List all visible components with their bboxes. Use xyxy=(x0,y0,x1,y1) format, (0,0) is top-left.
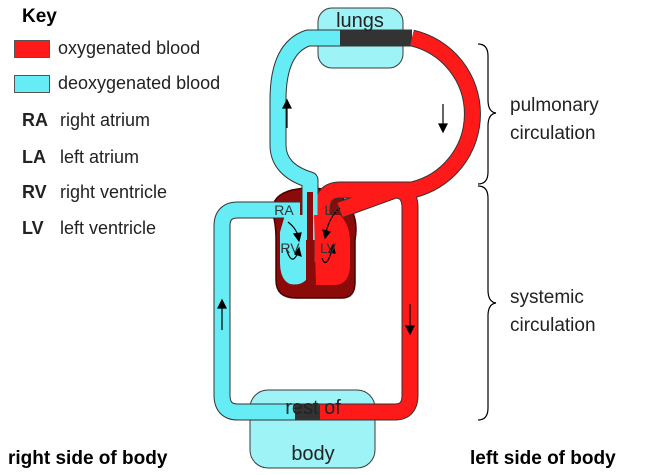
right-side-label: right side of body xyxy=(8,448,167,470)
body-label: body xyxy=(291,443,334,465)
systemic-brace xyxy=(478,186,496,420)
systemic-line2: circulation xyxy=(510,312,596,340)
lv-label: LV xyxy=(320,240,337,256)
left-side-label: left side of body xyxy=(470,448,616,470)
rv-label: RV xyxy=(280,240,300,256)
systemic-circulation-label: systemic circulation xyxy=(510,284,596,340)
rest-of-label: rest of xyxy=(285,397,341,419)
pulmonary-circulation-label: pulmonary circulation xyxy=(510,92,599,148)
la-label: LA xyxy=(324,202,342,218)
ra-label: RA xyxy=(274,202,294,218)
pulmonary-line2: circulation xyxy=(510,120,599,148)
lungs-label: lungs xyxy=(336,10,384,32)
arrow-down-pulmonary xyxy=(439,124,447,132)
pulmonary-line1: pulmonary xyxy=(510,92,599,120)
systemic-line1: systemic xyxy=(510,284,596,312)
